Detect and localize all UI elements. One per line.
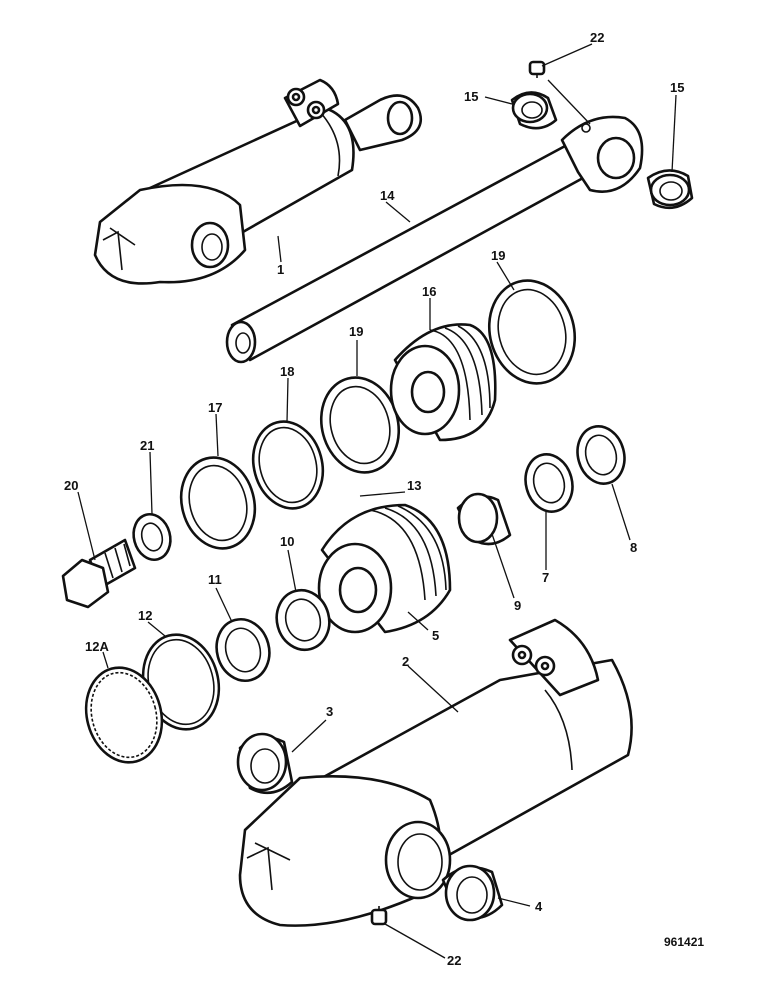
part-2-cylinder-barrel (238, 618, 633, 927)
label-1: 1 (277, 262, 284, 277)
part-20-bolt (61, 538, 137, 609)
part-9-bush (456, 492, 512, 546)
part-18-seal (251, 420, 325, 510)
label-11: 11 (208, 572, 222, 587)
label-2: 2 (402, 654, 409, 669)
label-15-left: 15 (464, 89, 478, 104)
label-3: 3 (326, 704, 333, 719)
part-19-wear-ring-top (487, 279, 577, 385)
part-4-bush (441, 864, 504, 922)
label-9: 9 (514, 598, 521, 613)
part-11-ring (215, 618, 271, 682)
part-21-washer (132, 513, 172, 561)
label-21: 21 (140, 438, 154, 453)
part-7-ring (524, 453, 574, 513)
label-22-top: 22 (590, 30, 604, 45)
part-14-piston-rod (225, 115, 644, 364)
label-4: 4 (535, 899, 543, 914)
label-8: 8 (630, 540, 637, 555)
label-17: 17 (208, 400, 222, 415)
part-3-bush (236, 732, 294, 795)
part-labels: 1 2 3 4 5 7 8 9 10 11 12 12A 13 14 15 15… (64, 30, 704, 968)
part-1-cylinder-barrel (93, 78, 423, 285)
label-19-bottom: 19 (349, 324, 363, 339)
part-8-ring (576, 425, 626, 485)
part-16-piston (389, 323, 497, 442)
label-19-top: 19 (491, 248, 505, 263)
label-16: 16 (422, 284, 436, 299)
part-15-bush-right (646, 169, 694, 210)
part-13-gland (317, 503, 452, 634)
label-10: 10 (280, 534, 294, 549)
part-17-seal (179, 456, 257, 550)
label-7: 7 (542, 570, 549, 585)
leader-lines (77, 43, 677, 959)
part-12a-o-ring (84, 666, 164, 764)
label-13: 13 (407, 478, 421, 493)
label-12: 12 (138, 608, 152, 623)
label-14: 14 (380, 188, 395, 203)
part-22-grease-nipple-bottom (370, 906, 388, 926)
label-22-bottom: 22 (447, 953, 461, 968)
part-12-o-ring (141, 633, 221, 731)
label-18: 18 (280, 364, 294, 379)
label-5: 5 (432, 628, 439, 643)
label-20: 20 (64, 478, 78, 493)
part-15-bush-left (510, 91, 558, 130)
drawing-number: 961421 (664, 935, 704, 949)
part-22-grease-nipple-top (528, 60, 546, 78)
label-12a: 12A (85, 639, 109, 654)
label-15-right: 15 (670, 80, 684, 95)
